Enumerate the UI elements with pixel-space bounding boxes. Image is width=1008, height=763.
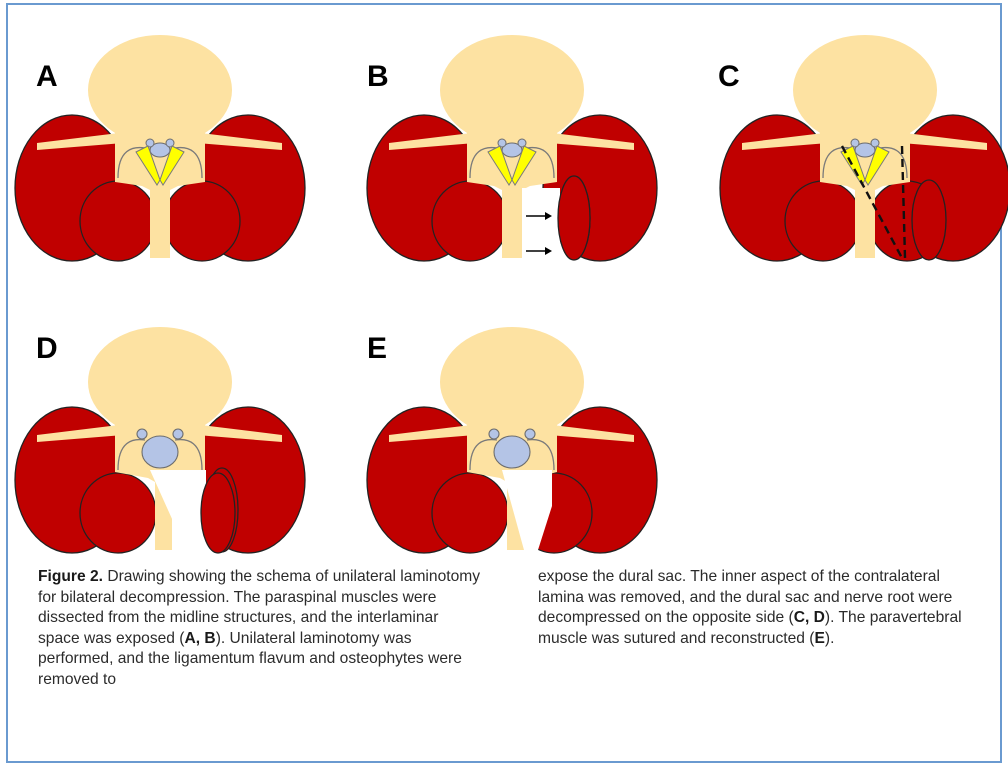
nerve-root-right [166, 139, 174, 147]
nerve-root-right [871, 139, 879, 147]
panel-d: D [15, 327, 305, 553]
schema-drawings: A B C D E [0, 0, 1008, 560]
panel-c: C [718, 35, 1008, 261]
left-inner-muscle [785, 181, 861, 261]
right-inner-muscle-retracted [201, 473, 235, 553]
right-inner-muscle-retracted [912, 180, 946, 260]
nerve-root-left [498, 139, 506, 147]
caption-ref-ab: A, B [185, 630, 216, 647]
panel-a: A [15, 35, 305, 261]
panel-b: B [367, 35, 657, 261]
left-inner-muscle [80, 473, 156, 553]
nerve-root-left [851, 139, 859, 147]
nerve-root-right [173, 429, 183, 439]
caption-ref-cd: C, D [794, 609, 825, 626]
right-inner-muscle [164, 181, 240, 261]
panel-letter-e: E [367, 332, 387, 365]
panel-letter-a: A [36, 60, 58, 93]
nerve-root-left [146, 139, 154, 147]
figure-label: Figure 2. [38, 568, 103, 585]
nerve-root-left [137, 429, 147, 439]
caption-text-5: ). [825, 630, 835, 647]
caption-ref-e: E [815, 630, 825, 647]
panel-e: E [367, 327, 657, 553]
right-inner-muscle-retracted [558, 176, 590, 260]
nerve-root-left [489, 429, 499, 439]
caption-right-column: expose the dural sac. The inner aspect o… [538, 567, 983, 649]
left-inner-muscle [432, 473, 508, 553]
panel-letter-b: B [367, 60, 389, 93]
interlaminar-space [522, 188, 560, 258]
dural-sac [142, 436, 178, 468]
nerve-root-right [518, 139, 526, 147]
panel-letter-d: D [36, 332, 58, 365]
caption-left-column: Figure 2. Drawing showing the schema of … [38, 567, 483, 691]
nerve-root-right [525, 429, 535, 439]
dural-sac [494, 436, 530, 468]
left-inner-muscle [432, 181, 508, 261]
left-inner-muscle [80, 181, 156, 261]
panel-letter-c: C [718, 60, 740, 93]
